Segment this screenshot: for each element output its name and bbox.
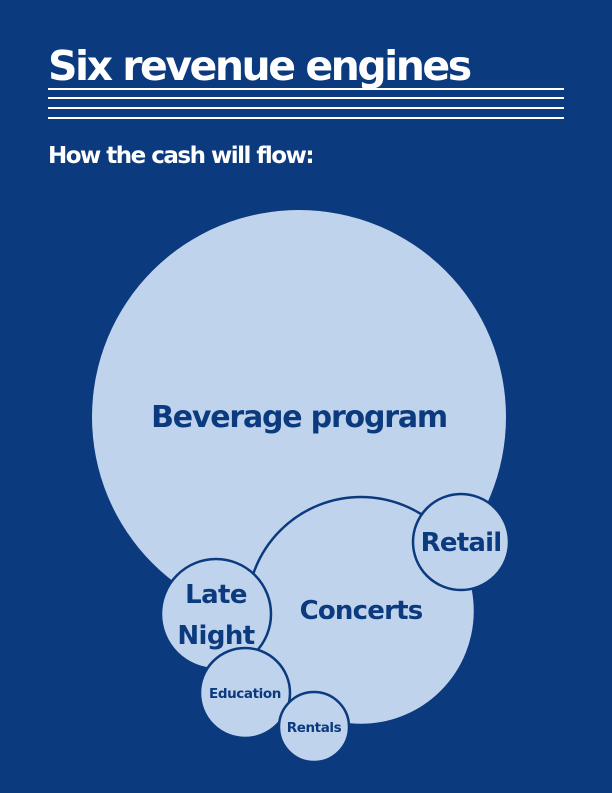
education-bubble [198,646,292,740]
beverage-label: Beverage program [151,400,447,435]
education-label: Education [209,686,281,702]
underline-rule [48,117,564,119]
underline-rule [48,107,564,109]
retail-label: Retail [421,528,502,558]
page-title: Six revenue engines [48,42,472,90]
underline-rule [48,97,564,99]
late-night-label: Late [185,580,247,610]
rentals-bubble [277,690,351,764]
concerts-label: Concerts [300,596,423,626]
rentals-label: Rentals [287,720,342,736]
retail-bubble [411,492,511,592]
page-subtitle: How the cash will flow: [48,143,315,169]
late-night-label: Night [177,621,254,651]
title-underline-rules [48,88,564,128]
underline-rule [48,88,564,90]
bubble-group [92,210,511,764]
